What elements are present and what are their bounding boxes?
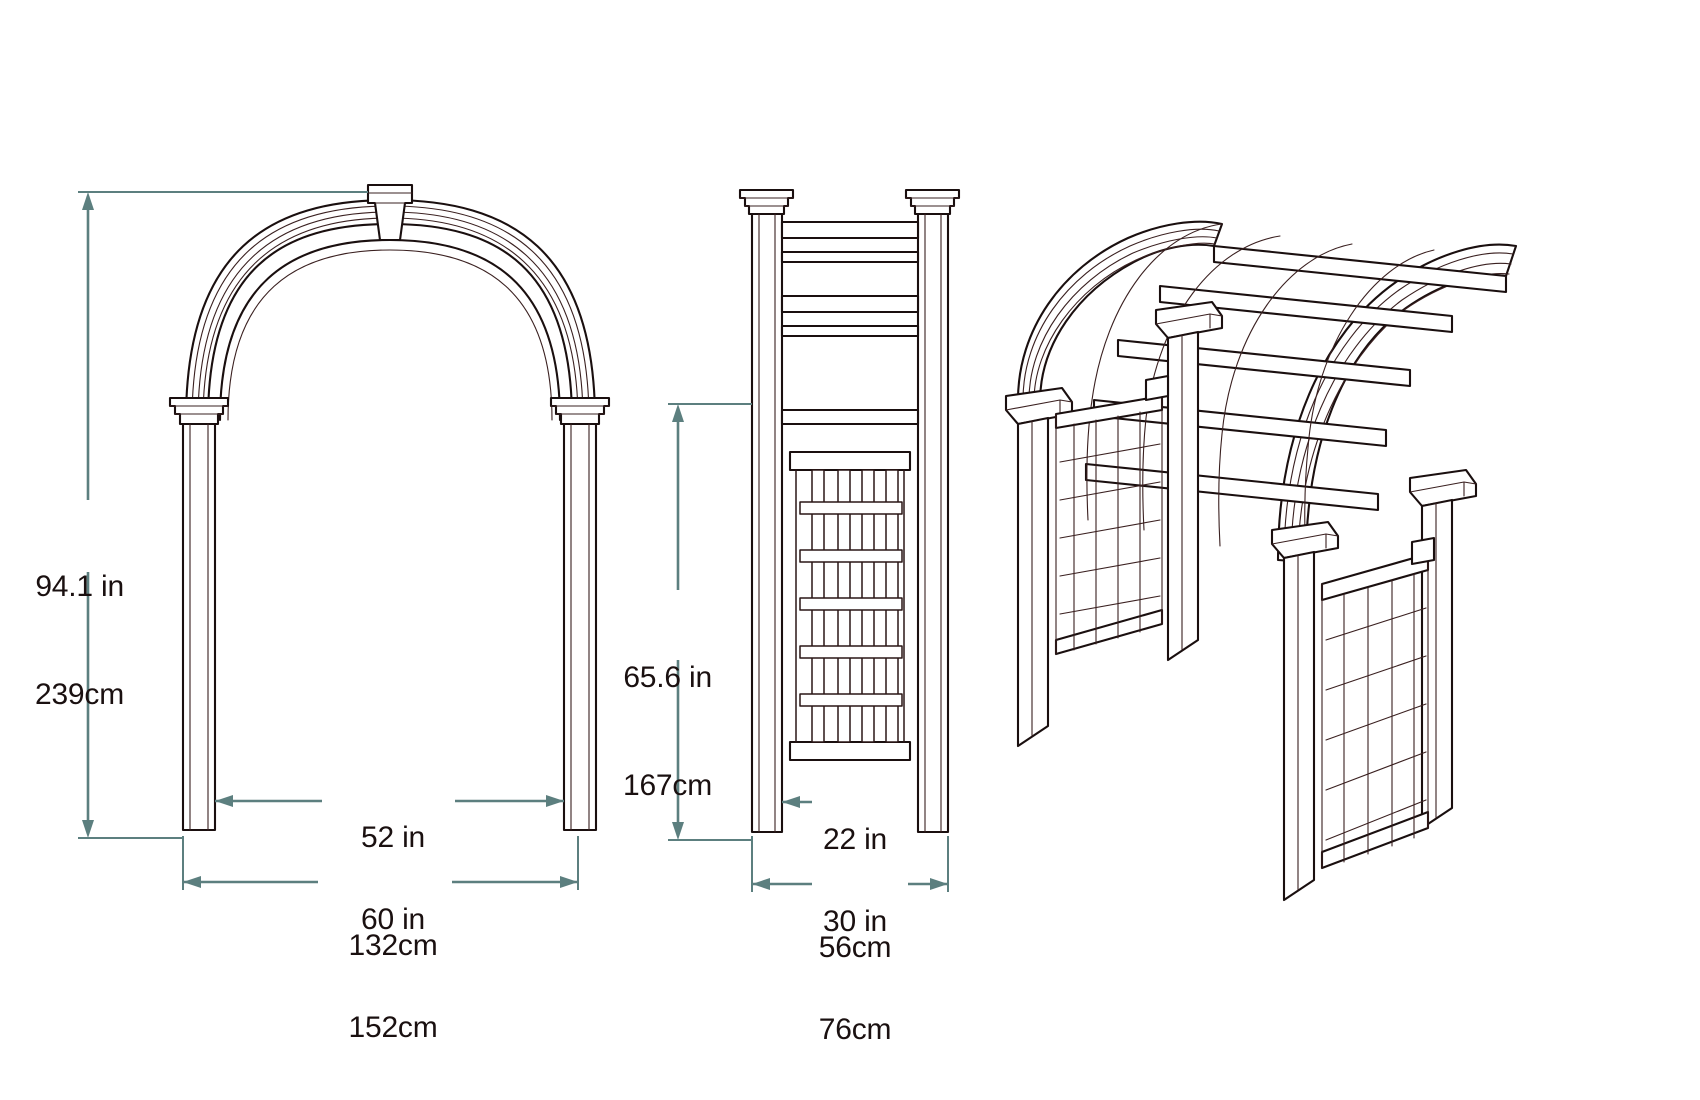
side-left-post	[750, 212, 784, 834]
right-post-reveal	[570, 423, 590, 831]
side-elevation-view	[738, 188, 961, 834]
trellis-slat-h2	[799, 549, 903, 563]
left-capital-detail	[169, 405, 229, 415]
arrow-post-height-top	[672, 404, 684, 422]
dimension-label-post-height: 65.6 in 167cm	[600, 588, 712, 876]
iso-mid-cap-detail	[1155, 313, 1223, 329]
side-right-post-reveal	[924, 213, 942, 833]
iso-rear-left-cap-detail	[1005, 399, 1073, 415]
inner-width-metric: 132cm	[348, 929, 438, 962]
iso-rear-arch-lam3	[1033, 242, 1216, 402]
inner-depth-metric: 56cm	[818, 931, 892, 964]
arrow-inner-depth	[782, 796, 800, 808]
iso-rear-arch-lam2	[1028, 236, 1218, 401]
iso-front-trellis-horizontals	[1325, 607, 1427, 841]
iso-stringer-3	[1218, 243, 1353, 547]
side-right-cap-detail	[905, 197, 960, 207]
iso-rear-trellis-horizontals	[1059, 443, 1161, 615]
side-left-cap-detail	[739, 197, 794, 207]
side-view-dimensions	[668, 403, 949, 892]
dimension-label-overall-height: 94.1 in 239cm	[14, 497, 124, 785]
iso-front-trellis-verticals	[1343, 573, 1415, 863]
left-post	[181, 422, 217, 832]
side-right-top-cap	[904, 188, 961, 216]
arrow-overall-depth-left	[752, 878, 770, 890]
iso-roof-slat-1	[1212, 244, 1508, 294]
side-rail-4	[780, 324, 920, 338]
side-rail-1	[780, 220, 920, 240]
dimension-label-overall-depth: 30 in 76cm	[800, 832, 910, 1100]
iso-rear-left-post	[1016, 416, 1050, 748]
dimension-label-inner-depth: 22 in 56cm	[800, 750, 910, 1038]
keystone	[366, 183, 414, 242]
post-height-imperial: 65.6 in	[623, 661, 712, 694]
arrow-post-height-bottom	[672, 822, 684, 840]
iso-front-left-cap-detail	[1271, 533, 1339, 549]
side-left-top-cap	[738, 188, 795, 216]
iso-front-left-post	[1282, 550, 1316, 902]
front-elevation-view	[168, 183, 611, 832]
right-capital-detail	[550, 405, 610, 415]
overall-height-metric: 239cm	[34, 678, 124, 711]
side-right-post	[916, 212, 950, 834]
arrow-overall-width-right	[560, 876, 578, 888]
iso-rear-arch-lam1	[1022, 228, 1220, 401]
overall-width-metric: 152cm	[348, 1011, 438, 1044]
arrow-overall-width-left	[183, 876, 201, 888]
overall-width-imperial: 60 in	[360, 903, 426, 936]
trellis-slat-h3	[799, 597, 903, 611]
side-rail-2	[780, 250, 920, 264]
iso-mid-post	[1166, 330, 1200, 662]
overall-height-imperial: 94.1 in	[35, 570, 124, 603]
arrow-height-bottom	[82, 820, 94, 838]
overall-depth-metric: 76cm	[818, 1013, 892, 1046]
trellis-slat-h1	[799, 501, 903, 515]
iso-connector-block-1	[1144, 374, 1170, 402]
arrow-inner-width-right	[546, 795, 564, 807]
trellis-slat-h4	[799, 645, 903, 659]
trellis-top-rail	[788, 450, 912, 472]
iso-far-right-post	[1420, 498, 1454, 830]
iso-connector-block-2	[1410, 536, 1436, 566]
dimension-label-overall-width: 60 in 152cm	[310, 830, 476, 1100]
left-post-reveal	[189, 423, 209, 831]
iso-stringer-4	[1304, 249, 1435, 563]
side-rail-3	[780, 294, 920, 314]
post-height-metric: 167cm	[622, 769, 712, 802]
inner-width-imperial: 52 in	[360, 821, 426, 854]
side-left-post-reveal	[758, 213, 776, 833]
arrow-overall-depth-right	[930, 878, 948, 890]
isometric-view	[1004, 220, 1518, 902]
arch-inner-edge	[218, 238, 562, 422]
arrow-height-top	[82, 192, 94, 210]
iso-rear-trellis-bot-rail	[1054, 608, 1164, 656]
iso-roof-slat-2	[1158, 284, 1454, 334]
iso-mid-cap	[1154, 300, 1224, 340]
trellis-frame-sides	[795, 469, 905, 743]
front-view-dimensions	[78, 191, 579, 890]
iso-rear-trellis-frame	[1055, 395, 1163, 655]
right-post	[562, 422, 598, 832]
iso-far-right-cap	[1408, 468, 1478, 508]
iso-far-right-cap-detail	[1409, 481, 1477, 497]
overall-depth-imperial: 30 in	[822, 905, 888, 938]
inner-depth-imperial: 22 in	[822, 823, 888, 856]
iso-stringer-1	[1086, 223, 1223, 521]
dimension-label-inner-width: 52 in 132cm	[310, 748, 476, 1036]
iso-front-trellis-frame	[1321, 553, 1429, 869]
trellis-slat-h5	[799, 693, 903, 707]
side-rail-5	[780, 408, 920, 426]
arch-inner-edge-2	[227, 249, 553, 421]
iso-rear-arch	[1016, 220, 1224, 404]
iso-rear-trellis-verticals	[1073, 411, 1141, 651]
arrow-inner-width-left	[215, 795, 233, 807]
